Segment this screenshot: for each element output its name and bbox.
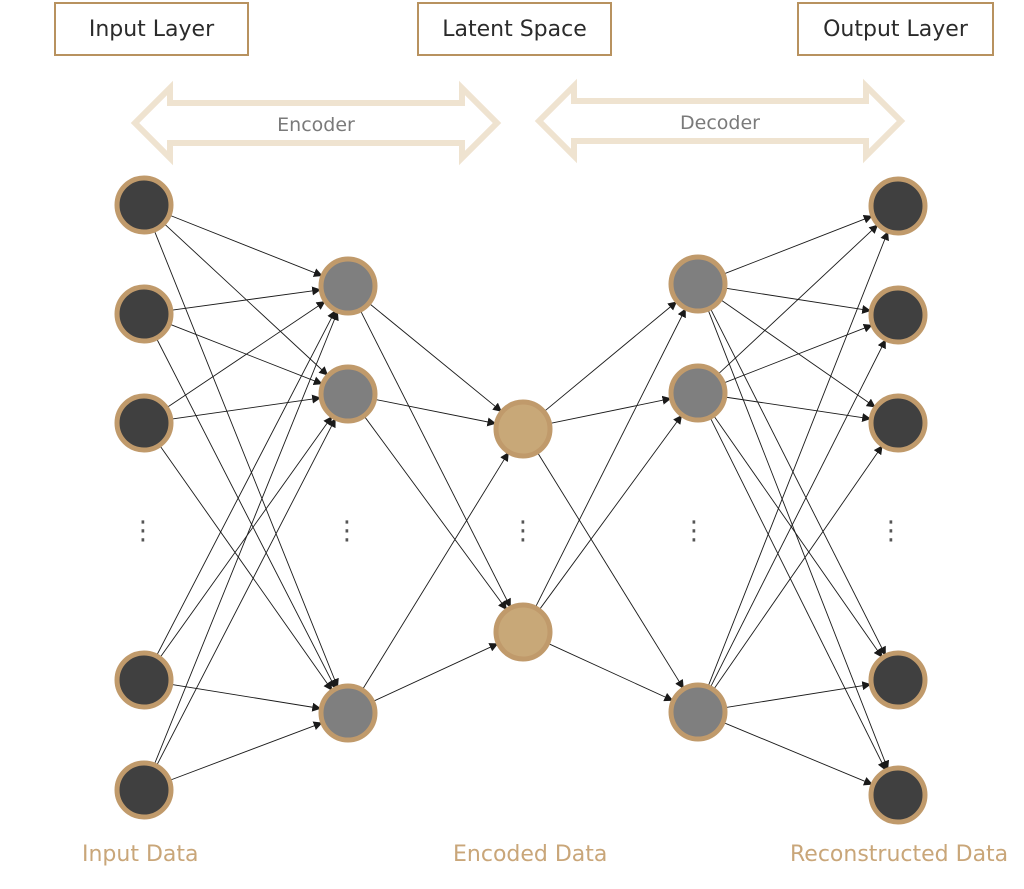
latent-node-2 bbox=[493, 602, 553, 662]
connection-edge bbox=[170, 286, 322, 311]
connection-edge bbox=[153, 311, 339, 766]
connection-edge bbox=[713, 445, 883, 691]
hdec-node-1 bbox=[668, 254, 728, 314]
latent-node-1 bbox=[493, 399, 553, 459]
input-node-1 bbox=[114, 175, 174, 235]
connection-edge bbox=[723, 323, 873, 384]
connection-edge bbox=[166, 301, 326, 409]
connection-edge bbox=[717, 224, 879, 375]
output-node-3 bbox=[868, 393, 928, 453]
connection-edge bbox=[724, 396, 872, 423]
connection-edge bbox=[709, 307, 886, 656]
connection-edge bbox=[156, 310, 336, 657]
connection-edge bbox=[543, 301, 678, 413]
connection-edge bbox=[724, 681, 872, 709]
connection-edge bbox=[709, 416, 886, 771]
output-layer-label: Output Layer bbox=[797, 2, 994, 56]
henc-node-3 bbox=[318, 683, 378, 743]
connection-edge bbox=[723, 214, 873, 275]
input-data-label: Input Data bbox=[82, 842, 199, 867]
connection-edge bbox=[719, 299, 876, 408]
output-node-4 bbox=[868, 650, 928, 710]
connection-edge bbox=[155, 418, 336, 767]
hdec-node-3 bbox=[668, 682, 728, 742]
reconstructed-data-label: Reconstructed Data bbox=[790, 842, 1009, 867]
connection-edge bbox=[547, 642, 674, 702]
ellipsis-output: ⋮ bbox=[878, 516, 904, 546]
connection-edge bbox=[713, 414, 883, 658]
input-node-5 bbox=[114, 760, 174, 820]
connection-edge bbox=[168, 323, 323, 386]
connection-edge bbox=[534, 308, 686, 609]
input-node-4 bbox=[114, 650, 174, 710]
decoder-arrow bbox=[534, 78, 906, 164]
ellipsis-hidden-dec: ⋮ bbox=[681, 516, 707, 546]
connection-edge bbox=[363, 415, 507, 611]
connection-edge bbox=[538, 414, 683, 611]
output-node-5 bbox=[868, 765, 928, 825]
encoder-label: Encoder bbox=[277, 114, 355, 136]
connection-edge bbox=[707, 231, 889, 688]
connection-edge bbox=[707, 308, 890, 770]
ellipsis-hidden-enc: ⋮ bbox=[334, 516, 360, 546]
encoded-data-label: Encoded Data bbox=[453, 842, 608, 867]
henc-node-1 bbox=[318, 256, 378, 316]
connection-edge bbox=[549, 395, 672, 425]
input-node-3 bbox=[114, 393, 174, 453]
connection-edge bbox=[374, 398, 497, 427]
output-node-1 bbox=[868, 176, 928, 236]
edges-group bbox=[153, 214, 890, 786]
ellipsis-input: ⋮ bbox=[130, 516, 156, 546]
ellipsis-latent: ⋮ bbox=[510, 516, 536, 546]
connection-edge bbox=[722, 721, 873, 786]
connection-edge bbox=[159, 416, 333, 659]
connection-edge bbox=[372, 643, 499, 703]
connection-edge bbox=[169, 721, 323, 781]
latent-space-label: Latent Space bbox=[417, 2, 612, 56]
connection-edge bbox=[155, 337, 336, 689]
connection-edge bbox=[536, 451, 684, 689]
input-node-2 bbox=[114, 284, 174, 344]
input-layer-label: Input Layer bbox=[54, 2, 249, 56]
connection-edge bbox=[159, 444, 333, 691]
decoder-label: Decoder bbox=[680, 112, 760, 134]
connection-edge bbox=[359, 309, 511, 608]
connection-edge bbox=[170, 394, 322, 420]
connection-edge bbox=[709, 339, 886, 689]
connection-edge bbox=[170, 683, 322, 712]
output-node-2 bbox=[868, 285, 928, 345]
connection-edge bbox=[163, 222, 329, 376]
connection-edge bbox=[361, 452, 509, 691]
connection-edge bbox=[153, 229, 339, 688]
connection-edge bbox=[168, 214, 323, 277]
encoder-arrow bbox=[130, 80, 502, 166]
connection-edge bbox=[368, 302, 502, 412]
henc-node-2 bbox=[318, 364, 378, 424]
nodes-group bbox=[114, 175, 928, 825]
hdec-node-2 bbox=[668, 363, 728, 423]
